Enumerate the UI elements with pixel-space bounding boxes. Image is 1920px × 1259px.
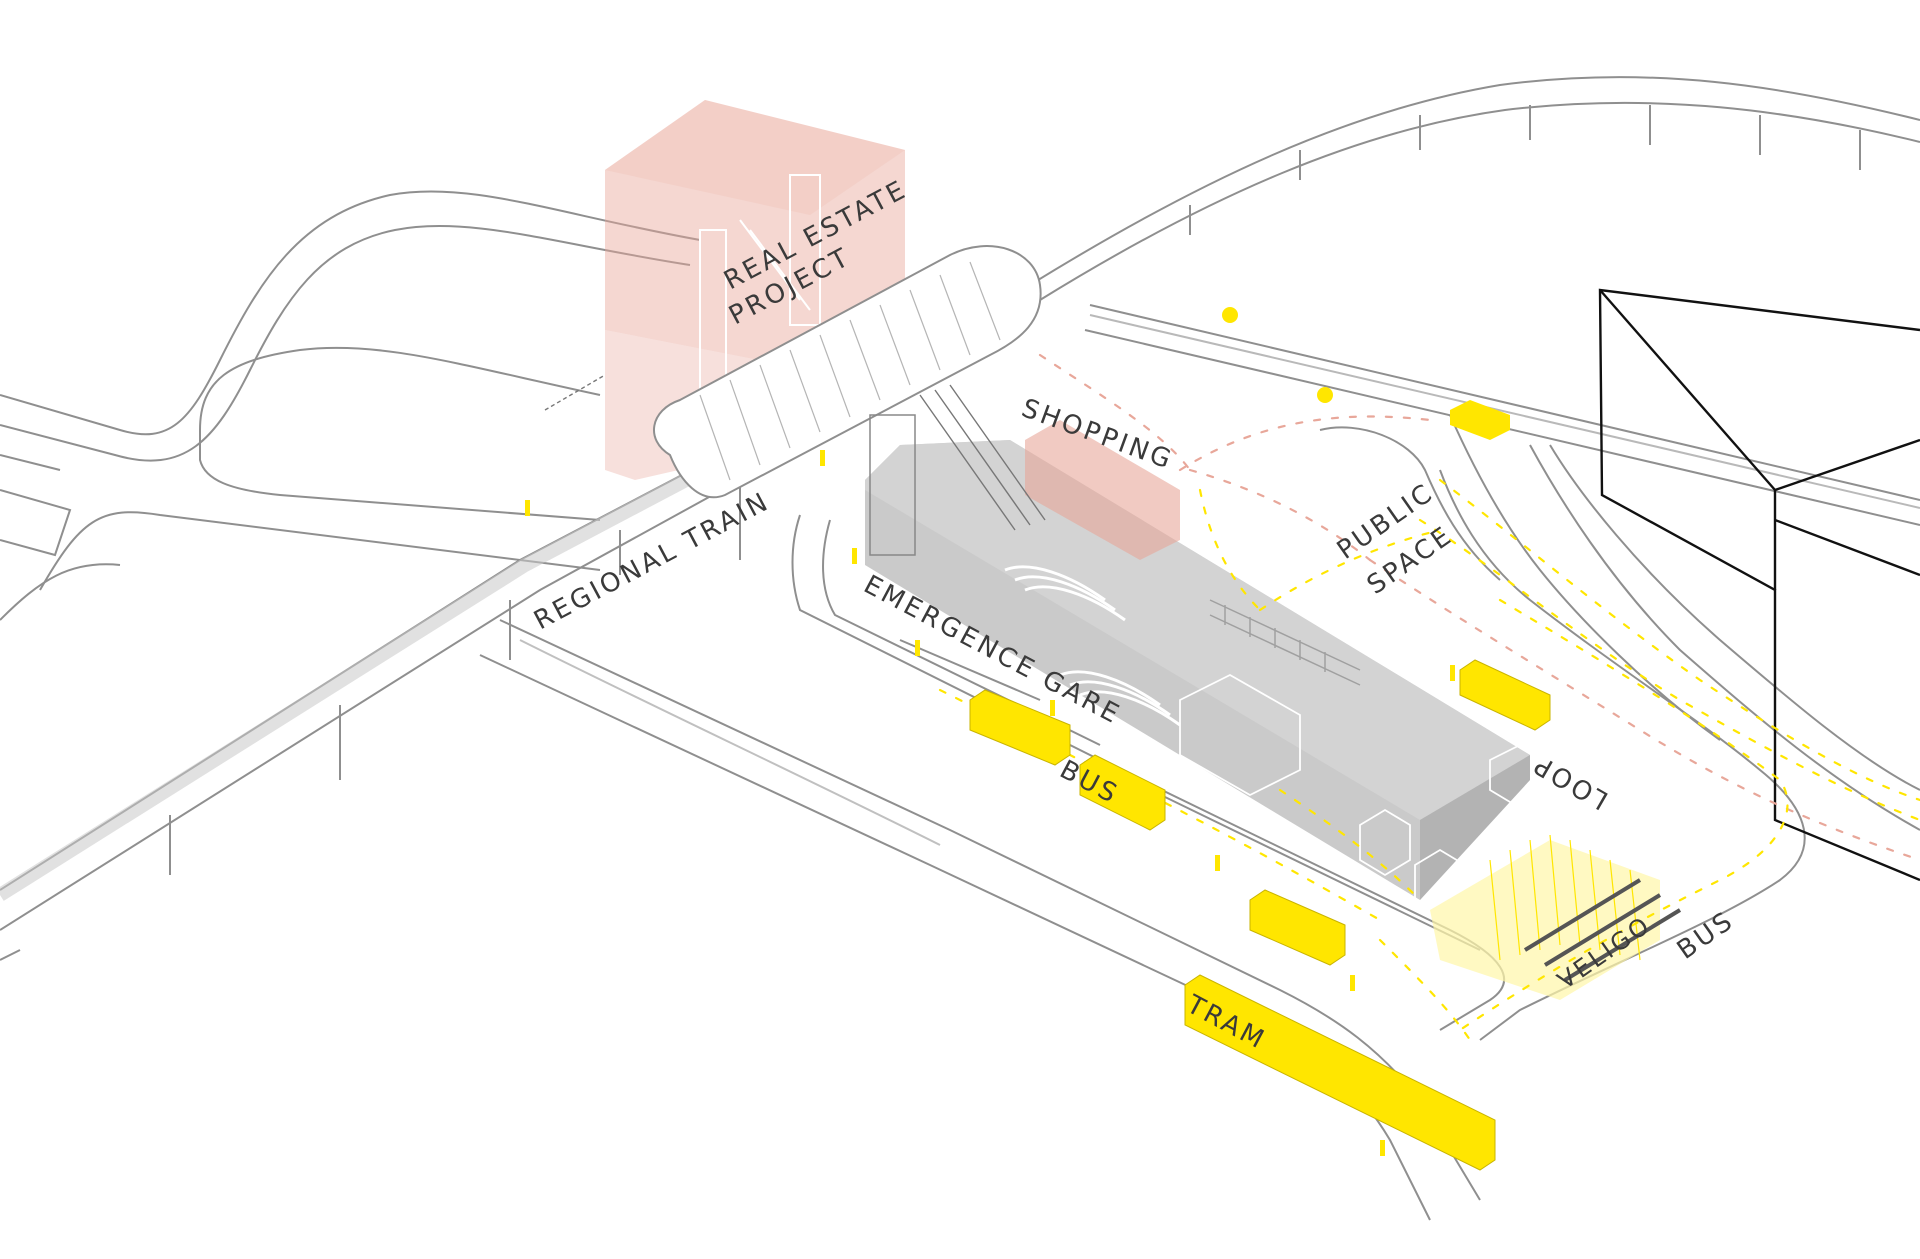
veligo-bike-parking bbox=[1430, 834, 1682, 1000]
office-block bbox=[1598, 288, 1920, 882]
car-icon bbox=[1450, 400, 1510, 440]
station-hall bbox=[865, 384, 1541, 917]
bus-icon bbox=[1459, 659, 1551, 731]
bus-icon bbox=[969, 689, 1071, 766]
loop-label: LOOP bbox=[1527, 748, 1613, 815]
flow-arrow-icon bbox=[938, 353, 1920, 1042]
bike-rack-icon bbox=[1523, 878, 1682, 982]
bus-icon bbox=[1249, 889, 1346, 966]
station-canopy bbox=[653, 245, 1042, 499]
regional-train-viaduct bbox=[0, 105, 1861, 961]
pedestrian-icon bbox=[525, 450, 1455, 1156]
bus-icon bbox=[1079, 754, 1166, 831]
bicycle-icon bbox=[1222, 307, 1333, 403]
tram-icon bbox=[1184, 974, 1496, 1171]
road-network bbox=[0, 76, 1920, 1221]
regional-train-label: REGIONAL TRAIN bbox=[529, 486, 775, 636]
loop-bus-label: BUS bbox=[1672, 905, 1740, 965]
